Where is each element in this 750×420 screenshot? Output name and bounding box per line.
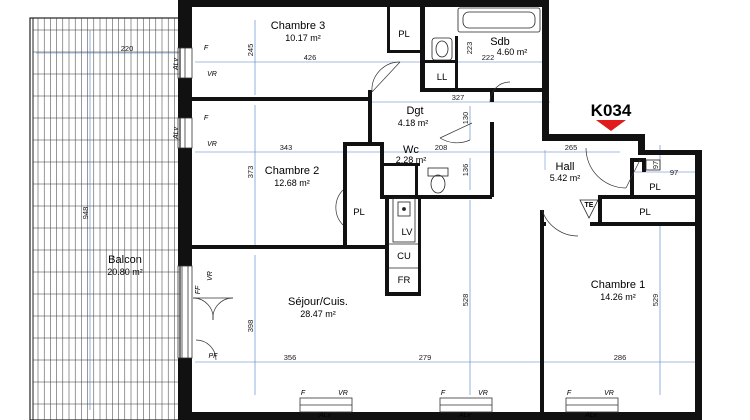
dimension-labels: 220 426 222 223 245 327 130 343 208 136 … — [81, 42, 678, 362]
pl-hall-label: PL — [649, 182, 661, 193]
room-sdb-area: 4.60 m² — [497, 47, 528, 57]
alv-bottom-3-label: ALv — [584, 412, 598, 419]
f-bottom-2-label: F — [441, 390, 446, 397]
room-chambre-2-name: Chambre 2 — [265, 165, 319, 177]
room-dgt-name: Dgt — [406, 105, 423, 117]
vr-bottom-2-label: VR — [478, 390, 488, 397]
vr-sejour-label: VR — [207, 271, 214, 281]
dim-948: 948 — [81, 207, 90, 220]
doors — [192, 61, 641, 361]
dim-398: 398 — [246, 320, 255, 333]
dim-286: 286 — [614, 353, 627, 362]
dim-529: 529 — [651, 294, 660, 307]
pf-label: PF — [209, 353, 219, 360]
room-sejour-name: Séjour/Cuis. — [288, 296, 348, 308]
dim-220: 220 — [121, 44, 134, 53]
f-bottom-1-label: F — [301, 390, 306, 397]
dim-373: 373 — [246, 166, 255, 179]
room-chambre-2-area: 12.68 m² — [274, 178, 310, 188]
dim-136: 136 — [461, 164, 470, 177]
dim-426: 426 — [304, 53, 317, 62]
pl-chambre2-label: PL — [353, 207, 365, 218]
alv-chambre3-label: ALv — [173, 57, 180, 71]
dimension-lines — [36, 20, 700, 410]
fr-label: FR — [398, 275, 411, 286]
alv-bottom-2-label: ALv — [458, 412, 472, 419]
room-balcon-name: Balcon — [108, 254, 142, 266]
room-chambre-3-name: Chambre 3 — [271, 20, 325, 32]
f-bottom-3-label: F — [567, 390, 572, 397]
f-chambre2-label: F — [204, 115, 209, 122]
pl-chambre3-label: PL — [398, 29, 410, 40]
ll-label: LL — [437, 72, 448, 83]
dim-130: 130 — [461, 112, 470, 125]
alv-bottom-1-label: ALv — [318, 412, 332, 419]
cu-label: CU — [397, 251, 411, 262]
lv-label: LV — [402, 227, 414, 238]
dim-265: 265 — [565, 143, 578, 152]
room-wc-area: 2.28 m² — [396, 155, 427, 165]
dim-208: 208 — [435, 143, 448, 152]
vr-chambre2-label: VR — [207, 141, 217, 148]
room-chambre-1-name: Chambre 1 — [591, 279, 645, 291]
dim-356: 356 — [284, 353, 297, 362]
walls — [178, 0, 702, 420]
pl-te-label: PL — [639, 207, 651, 218]
room-sejour-area: 28.47 m² — [300, 309, 336, 319]
dim-222: 222 — [482, 53, 495, 62]
windows — [177, 47, 619, 413]
dim-245: 245 — [246, 44, 255, 57]
vr-bottom-1-label: VR — [338, 390, 348, 397]
balcony-deck-grid — [33, 18, 180, 420]
room-labels: Chambre 3 10.17 m² Sdb 4.60 m² Dgt 4.18 … — [107, 20, 645, 319]
balcony — [29, 17, 181, 420]
te-label: TE — [585, 202, 594, 209]
fixture-labels: PL LL PL LV CU FR PL PL TE PF F VR ALv F… — [173, 29, 661, 419]
room-hall-name: Hall — [556, 161, 575, 173]
dim-528: 528 — [461, 294, 470, 307]
f-chambre3-label: F — [204, 45, 209, 52]
dim-223: 223 — [465, 42, 474, 55]
lot-marker-arrow — [596, 120, 626, 131]
alv-chambre2-label: ALv — [173, 126, 180, 140]
vr-chambre3-label: VR — [207, 71, 217, 78]
room-wc-name: Wc — [403, 144, 419, 156]
room-hall-area: 5.42 m² — [550, 173, 581, 183]
dim-343: 343 — [280, 143, 293, 152]
dim-97-h: 97 — [670, 168, 678, 177]
room-dgt-area: 4.18 m² — [398, 118, 429, 128]
ff-sejour-label: FF — [195, 285, 202, 294]
room-chambre-1-area: 14.26 m² — [600, 292, 636, 302]
vr-bottom-3-label: VR — [604, 390, 614, 397]
dim-279: 279 — [419, 353, 432, 362]
room-balcon-area: 20.80 m² — [107, 267, 143, 277]
fixtures — [389, 7, 661, 269]
room-chambre-3-area: 10.17 m² — [285, 33, 321, 43]
dim-97-v: 97 — [651, 161, 660, 169]
room-sdb-name: Sdb — [490, 36, 510, 48]
dim-327: 327 — [452, 93, 465, 102]
lot-id: K034 — [591, 101, 632, 120]
